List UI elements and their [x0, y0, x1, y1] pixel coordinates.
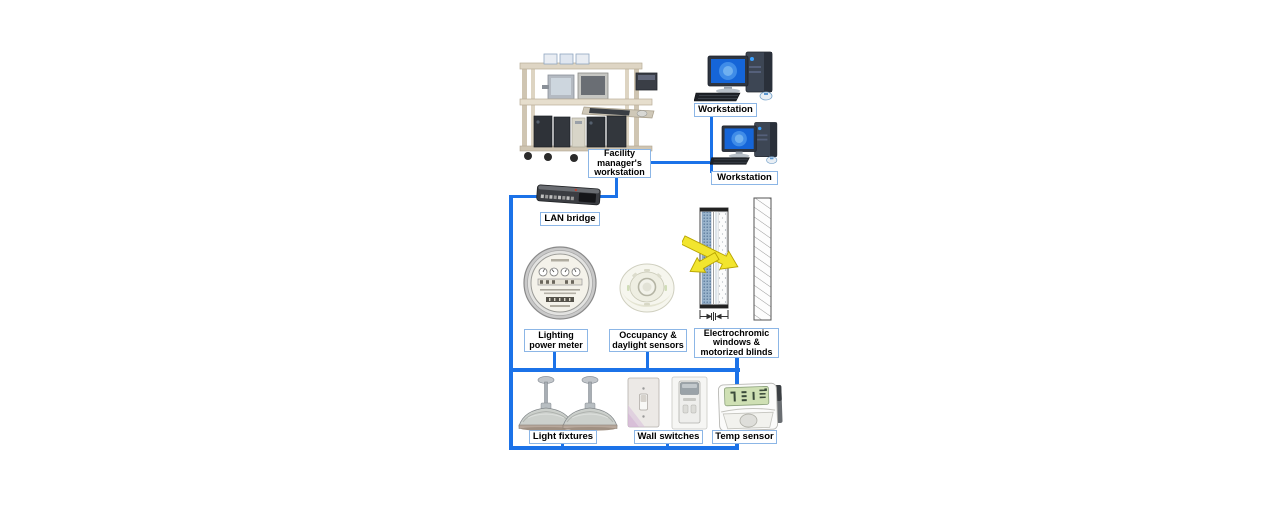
- wire-stub-occupancy: [646, 351, 649, 369]
- wire-left-trunk: [509, 195, 513, 450]
- facility-workstation-image: [519, 53, 658, 162]
- lighting-power-meter-image: [523, 246, 597, 320]
- wire-workstations-vertical: [710, 116, 713, 173]
- temp-sensor-image: [718, 382, 783, 432]
- workstation-top-image: [694, 51, 773, 102]
- wire-stub-light-fixtures: [561, 443, 564, 447]
- label-electrochromic: Electrochromic windows & motorized blind…: [694, 328, 779, 358]
- label-occupancy-sensors: Occupancy & daylight sensors: [609, 329, 687, 352]
- workstation-mid-image: [710, 122, 778, 165]
- label-lighting-power-meter: Lighting power meter: [524, 329, 588, 352]
- electrochromic-window-image: [682, 197, 772, 321]
- label-facility-workstation: Facility manager's workstation: [588, 148, 651, 178]
- label-workstation-top: Workstation: [694, 103, 757, 117]
- occupancy-sensor-image: [619, 263, 675, 313]
- lan-bridge-image: [536, 184, 601, 206]
- label-light-fixtures: Light fixtures: [529, 430, 597, 444]
- wire-facility-to-workstations: [651, 161, 713, 164]
- label-workstation-mid: Workstation: [711, 171, 778, 185]
- label-temp-sensor: Temp sensor: [712, 430, 777, 444]
- wall-switch-toggle-image: [627, 377, 660, 428]
- light-fixture-right-image: [562, 376, 618, 431]
- wire-middle-bus: [509, 368, 740, 372]
- label-wall-switches: Wall switches: [634, 430, 703, 444]
- label-lan-bridge: LAN bridge: [540, 212, 600, 226]
- wire-bottom-bus: [509, 446, 739, 450]
- wire-facility-to-lan: [615, 177, 618, 198]
- wire-stub-wall-switches: [666, 443, 669, 447]
- wire-stub-power-meter: [553, 351, 556, 369]
- wall-switch-sensor-image: [671, 376, 708, 430]
